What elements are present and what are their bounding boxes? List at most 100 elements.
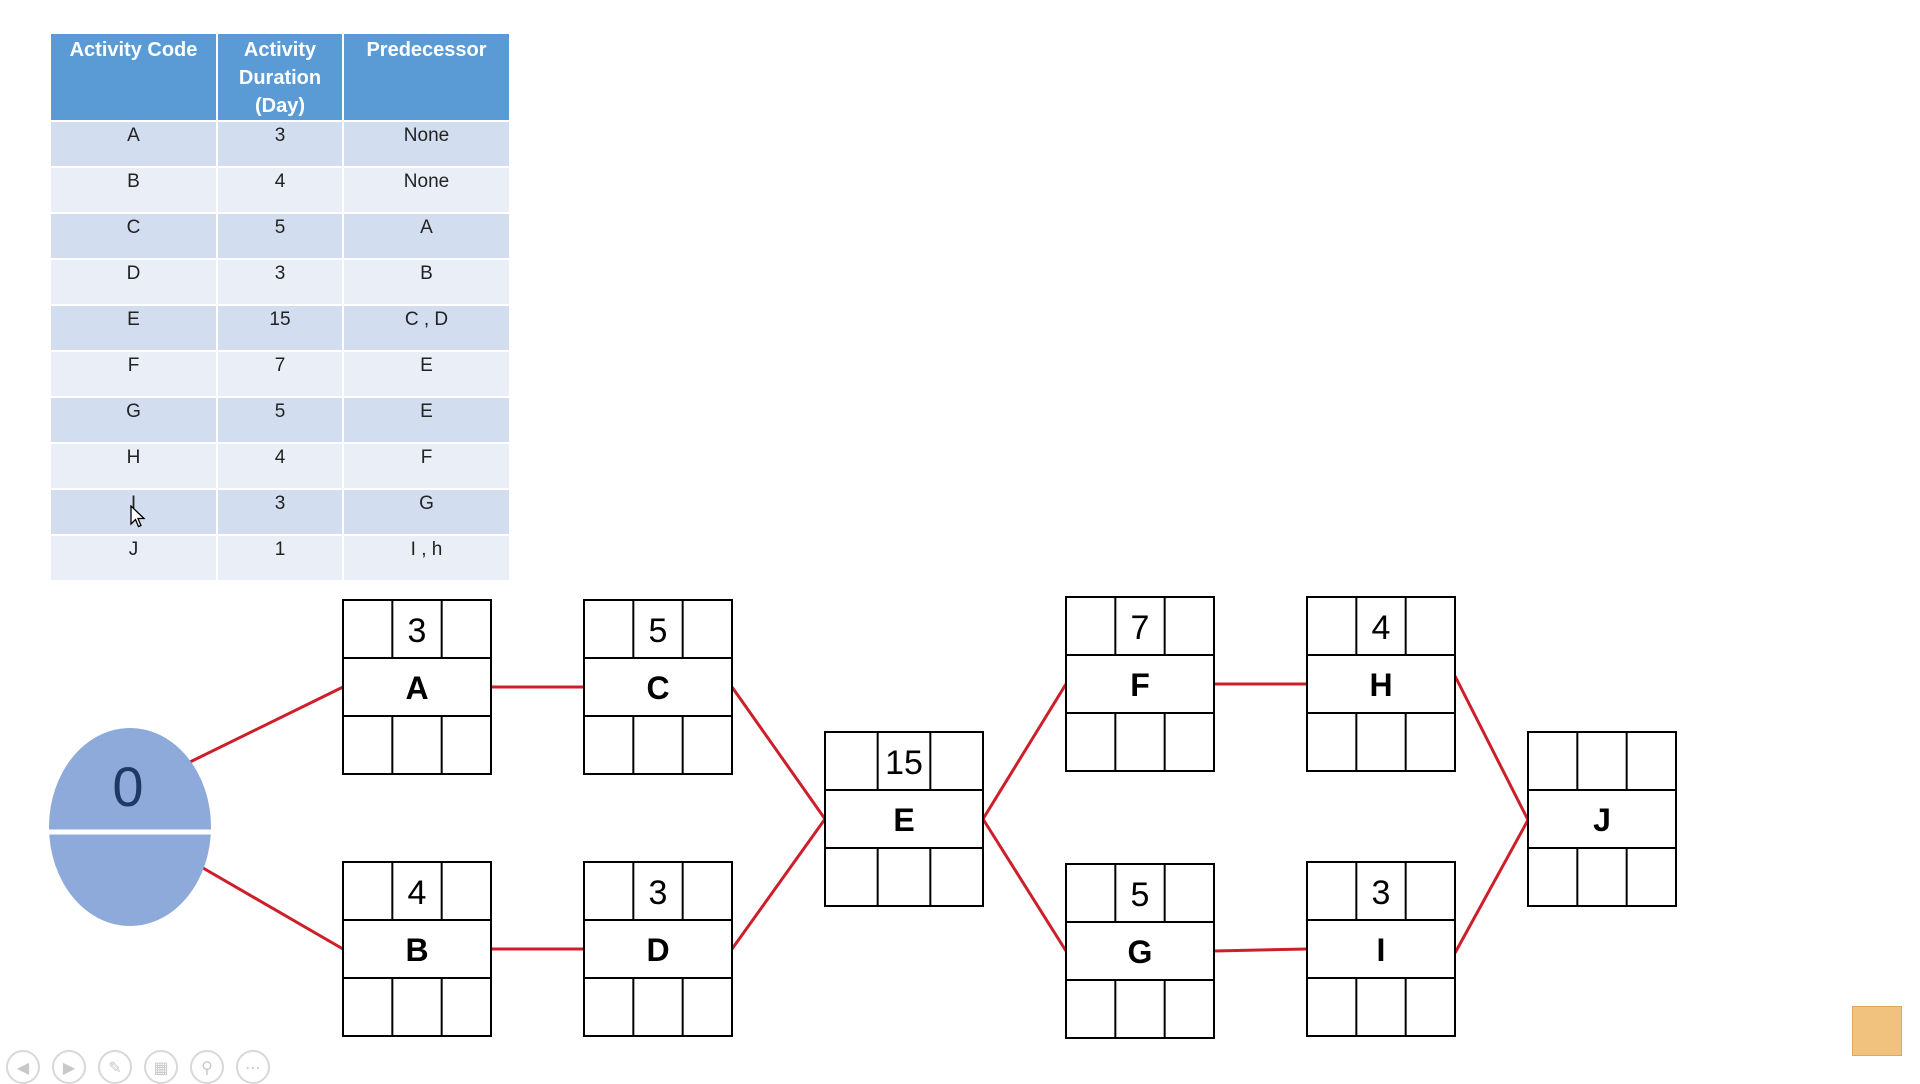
header-activity-duration: Activity Duration (Day) xyxy=(218,34,342,120)
node-box xyxy=(1527,731,1677,907)
node-duration: 15 xyxy=(885,744,923,782)
cell-activity-code: D xyxy=(51,260,216,304)
cell-predecessor: G xyxy=(344,490,509,534)
edge-c-e xyxy=(730,686,827,820)
edge-d-e xyxy=(730,818,827,950)
channel-logo xyxy=(1852,1006,1902,1056)
edge-e-g xyxy=(981,818,1068,952)
cell-duration: 3 xyxy=(218,260,342,304)
cell-duration: 5 xyxy=(218,214,342,258)
node-box xyxy=(1065,863,1215,1039)
node-duration: 3 xyxy=(649,874,668,912)
cell-predecessor: E xyxy=(344,398,509,442)
activity-node-g: 5G xyxy=(1065,863,1215,1039)
activity-node-b: 4B xyxy=(342,861,492,1037)
table-row: C 5 A xyxy=(51,214,509,258)
cell-duration: 5 xyxy=(218,398,342,442)
pen-icon[interactable]: ✎ xyxy=(98,1050,132,1084)
cell-predecessor: A xyxy=(344,214,509,258)
slides-icon[interactable]: ▦ xyxy=(144,1050,178,1084)
node-name: G xyxy=(1128,934,1153,970)
activity-node-h: 4H xyxy=(1306,596,1456,772)
edge-h-j xyxy=(1453,675,1530,821)
node-duration: 4 xyxy=(1372,609,1391,647)
table-header-row: Activity Code Activity Duration (Day) Pr… xyxy=(51,34,509,120)
node-box xyxy=(583,861,733,1037)
table-row: H 4 F xyxy=(51,444,509,488)
activity-node-d: 3D xyxy=(583,861,733,1037)
table-row: F 7 E xyxy=(51,352,509,396)
table-row: E 15 C , D xyxy=(51,306,509,350)
table-row: G 5 E xyxy=(51,398,509,442)
cell-activity-code: B xyxy=(51,168,216,212)
node-box xyxy=(342,861,492,1037)
node-box xyxy=(824,731,984,907)
table-row: J 1 I , h xyxy=(51,536,509,580)
edge-i-j xyxy=(1453,819,1530,954)
zoom-icon[interactable]: ⚲ xyxy=(190,1050,224,1084)
node-name: D xyxy=(646,932,669,968)
cell-activity-code: J xyxy=(51,536,216,580)
node-name: H xyxy=(1369,667,1392,703)
header-predecessor: Predecessor xyxy=(344,34,509,120)
cell-activity-code: H xyxy=(51,444,216,488)
node-name: E xyxy=(893,802,914,838)
node-duration: 4 xyxy=(408,874,427,912)
previous-icon[interactable]: ◀ xyxy=(6,1050,40,1084)
node-name: C xyxy=(646,670,669,706)
node-duration: 7 xyxy=(1131,609,1150,647)
edge-start-a xyxy=(189,685,344,764)
activity-node-a: 3A xyxy=(342,599,492,775)
header-activity-code: Activity Code xyxy=(51,34,216,120)
activity-node-i: 3I xyxy=(1306,861,1456,1037)
cell-activity-code: C xyxy=(51,214,216,258)
activity-node-j: J xyxy=(1527,731,1677,907)
cell-duration: 15 xyxy=(218,306,342,350)
start-node-label: 0 xyxy=(112,755,143,818)
cell-predecessor: C , D xyxy=(344,306,509,350)
node-box xyxy=(1306,596,1456,772)
cell-duration: 4 xyxy=(218,168,342,212)
node-box xyxy=(342,599,492,775)
node-name: J xyxy=(1593,802,1611,838)
mouse-cursor-icon xyxy=(130,505,146,528)
activity-node-c: 5C xyxy=(583,599,733,775)
node-duration: 3 xyxy=(408,612,427,650)
activity-node-f: 7F xyxy=(1065,596,1215,772)
node-box xyxy=(1306,861,1456,1037)
cell-predecessor: I , h xyxy=(344,536,509,580)
more-icon[interactable]: ⋯ xyxy=(236,1050,270,1084)
cell-duration: 3 xyxy=(218,490,342,534)
node-name: A xyxy=(405,670,428,706)
next-icon[interactable]: ▶ xyxy=(52,1050,86,1084)
node-box xyxy=(583,599,733,775)
cell-duration: 3 xyxy=(218,122,342,166)
cell-predecessor: None xyxy=(344,168,509,212)
edge-g-i xyxy=(1213,947,1308,953)
cell-activity-code: E xyxy=(51,306,216,350)
node-box xyxy=(1065,596,1215,772)
cell-activity-code: G xyxy=(51,398,216,442)
cell-predecessor: B xyxy=(344,260,509,304)
node-duration: 5 xyxy=(649,612,668,650)
slide-toolbar: ◀ ▶ ✎ ▦ ⚲ ⋯ xyxy=(6,1050,270,1084)
node-name: F xyxy=(1130,667,1150,703)
node-duration: 5 xyxy=(1131,876,1150,914)
table-row: A 3 None xyxy=(51,122,509,166)
cell-predecessor: F xyxy=(344,444,509,488)
node-name: I xyxy=(1377,932,1386,968)
cell-duration: 1 xyxy=(218,536,342,580)
cell-duration: 7 xyxy=(218,352,342,396)
cell-duration: 4 xyxy=(218,444,342,488)
start-node-ellipse xyxy=(49,728,211,926)
cell-activity-code: A xyxy=(51,122,216,166)
start-node: 0 xyxy=(46,728,214,926)
edge-e-f xyxy=(981,683,1068,820)
edge-start-b xyxy=(202,866,344,951)
cell-activity-code: F xyxy=(51,352,216,396)
table-row: B 4 None xyxy=(51,168,509,212)
cell-predecessor: None xyxy=(344,122,509,166)
